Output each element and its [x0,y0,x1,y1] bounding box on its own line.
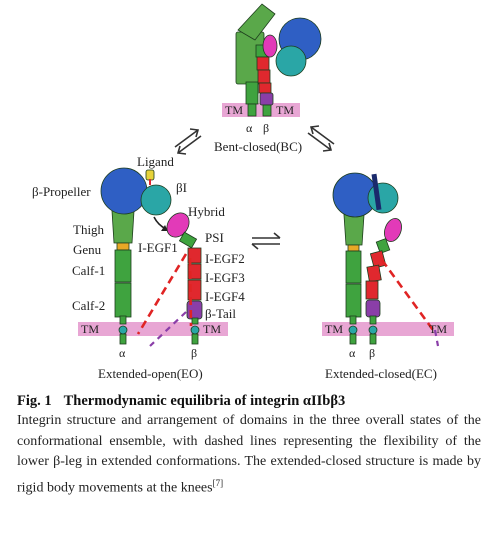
bc-hybrid [262,34,278,58]
label-beta-tail: β-Tail [205,306,236,321]
eo-psi [178,231,198,249]
ec-beta-tail [365,299,381,318]
ec-egf4 [365,280,379,300]
ec-psi [375,238,391,254]
eo-dashed-line-1 [136,253,188,335]
figure-caption: Fig. 1 Thermodynamic equilibria of integr… [17,391,481,499]
label-i-egf4: I-EGF4 [205,289,245,304]
ec-egf2 [369,250,387,269]
ec-alpha-label: α [349,346,356,360]
arrow-eo-bc-icon [174,128,202,155]
eo-beta-tail-tm [191,333,199,345]
eo-beta-label: β [191,346,197,360]
eo-beta-i [140,184,172,216]
eo-beta-tm-bead [190,325,200,335]
eo-swing-arrow-head-icon [161,225,168,231]
integrin-figure: TM TM α β Bent-closed(BC) [32,3,454,381]
ec-calf2 [345,283,362,318]
bc-beta-tail [259,92,274,106]
eo-calf1 [114,249,132,283]
bc-state-label: Bent-closed(BC) [214,139,302,154]
label-hybrid: Hybrid [188,204,225,219]
ec-hybrid [384,217,402,243]
ec-beta-label: β [369,346,375,360]
eo-alpha-label: α [119,346,126,360]
bc-membrane [222,103,300,117]
label-psi: PSI [205,230,224,245]
ec-alpha-tm-bead [348,325,358,335]
ec-alpha-stalk [349,315,357,325]
caption-heading: Fig. 1 Thermodynamic equilibria of integr… [17,391,481,411]
eo-genu [116,242,130,251]
bc-egf-2 [257,69,271,84]
arrow-bc-ec-icon [307,125,335,152]
caption-body: Integrin structure and arrangement of do… [17,411,481,499]
eo-hybrid [166,212,190,238]
ec-tm-right: TM [429,322,447,336]
eo-dashed-line-2 [188,257,193,327]
ec-beta-tail-tm [369,333,377,345]
caption-fig-number: Fig. 1 [17,393,52,409]
bc-alpha-tm [247,103,257,117]
eo-ligand-stem [149,179,151,185]
bc-beta-tm [262,104,272,117]
ec-beta-stalk [369,315,377,325]
ec-beta-tm-bead [368,325,378,335]
label-calf1: Calf-1 [72,263,105,278]
eo-alpha-tm-bead [118,325,128,335]
bc-thigh-top [237,3,276,41]
eo-state-label: Extended-open(EO) [98,366,203,381]
bc-tm-right: TM [276,103,294,117]
eo-ligand [145,169,155,181]
eo-propeller [100,167,148,215]
equilibrium-arrows [174,125,335,250]
ec-tm-left: TM [325,322,343,336]
label-calf2: Calf-2 [72,298,105,313]
eo-alpha-tail [119,333,127,345]
label-beta-i: βI [176,180,187,195]
ec-dashed-purple [433,329,440,347]
bent-closed-integrin: TM TM α β Bent-closed(BC) [214,3,322,154]
eo-beta-tail [186,300,203,320]
ec-ligand-bar [371,173,382,211]
caption-text: Integrin structure and arrangement of do… [17,413,481,496]
caption-citation: [7] [212,477,224,488]
label-i-egf2: I-EGF2 [205,251,245,266]
eo-dashed-purple [149,311,187,347]
caption-title: Thermodynamic equilibria of integrin αII… [63,393,346,409]
extended-closed-integrin: TM TM α β Extended-closed(EC) [322,172,454,381]
arrow-eo-ec-icon [251,232,281,250]
bc-beta-i [275,45,307,77]
eo-beta-stalk [191,317,199,325]
ec-beta-i [367,182,399,214]
eo-alpha-stalk [119,315,127,325]
bc-tm-left: TM [225,103,243,117]
ec-calf1 [345,250,362,284]
ec-state-label: Extended-closed(EC) [325,366,437,381]
ec-egf3 [366,264,382,283]
bc-egf-3 [258,82,272,94]
bc-egf-1 [256,56,270,71]
ec-genu [347,244,360,252]
bc-alpha-label: α [246,121,253,135]
label-beta-propeller: β-Propeller [32,184,91,199]
extended-open-integrin: β-Propeller Ligand βI Hybrid Thigh Genu … [32,154,245,381]
label-genu: Genu [73,242,102,257]
label-i-egf3: I-EGF3 [205,270,245,285]
ec-alpha-tail [349,333,357,345]
eo-tm-left: TM [81,322,99,336]
bc-alpha-calf [245,81,259,105]
eo-tm-right: TM [203,322,221,336]
ec-dashed-line [380,259,435,331]
label-ligand: Ligand [137,154,174,169]
label-i-egf1: I-EGF1 [138,240,178,255]
label-thigh: Thigh [73,222,105,237]
bc-beta-label: β [263,121,269,135]
eo-calf2 [114,282,132,318]
